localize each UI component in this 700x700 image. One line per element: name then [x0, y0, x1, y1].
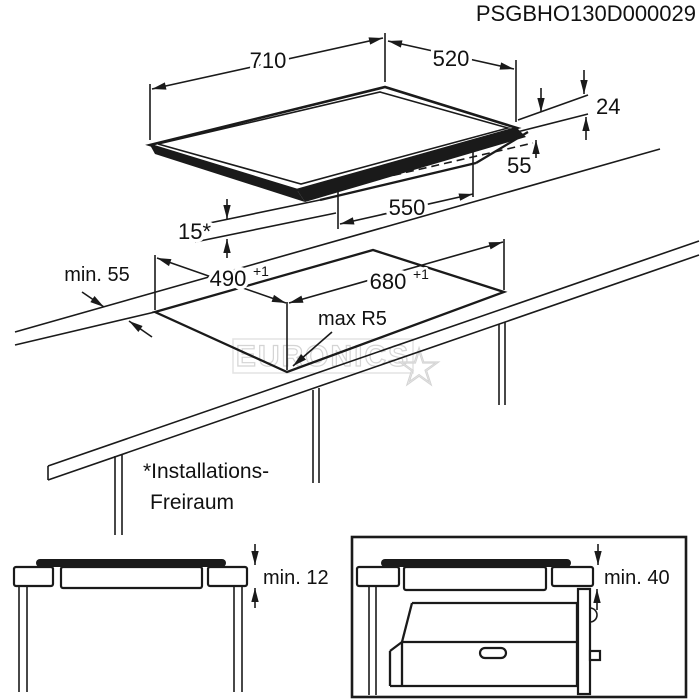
table-leg-left	[114, 455, 123, 535]
worktop-right-block	[206, 565, 249, 588]
leader-arrow	[292, 331, 333, 367]
section-worktop-min12: min. 12	[12, 544, 332, 692]
table-leg-right	[498, 322, 506, 405]
hob-front-edge-face	[297, 128, 526, 202]
worktop-left-block	[12, 565, 55, 588]
hob-glass-inner-line	[157, 91, 512, 185]
dimension-55-label: 55	[507, 153, 531, 178]
dimension-24-label: 24	[596, 94, 620, 119]
hob-body-right-edge	[475, 131, 529, 164]
leg-left	[18, 586, 28, 692]
hob-body-hidden-edge	[329, 142, 534, 191]
worktop-back-edge	[14, 148, 661, 333]
dimension-line	[288, 241, 504, 304]
footnote-line2: Freiraum	[150, 491, 234, 514]
watermark-star-icon: ☆	[396, 339, 443, 397]
dimension-710: 710	[149, 33, 386, 140]
dimension-710-label: 710	[250, 48, 287, 73]
dimension-490: 490 +1	[154, 255, 288, 370]
watermark: EURONICS ☆	[232, 338, 443, 398]
worktop-front-bottom-edge	[47, 254, 700, 481]
dimension-line	[151, 37, 384, 90]
worktop-line-upper-left	[194, 199, 321, 227]
dimension-24: 24	[537, 70, 624, 140]
worktop-line-lower-right	[516, 113, 589, 133]
dimension-680: 680 +1	[288, 239, 505, 304]
oven-top-left-slant	[400, 602, 414, 643]
dimension-520-label: 520	[433, 46, 470, 71]
dimension-680-label: 680	[370, 269, 407, 294]
worktop-front-top-edge	[47, 240, 700, 467]
hob-body-section	[59, 565, 204, 590]
oven-side-panel	[576, 587, 592, 696]
watermark-text: EURONICS	[236, 340, 410, 373]
hob-glass-section	[381, 559, 571, 567]
worktop-cutout-view	[14, 148, 700, 535]
hob-body-section	[402, 565, 548, 592]
hob-perspective-view	[145, 85, 589, 243]
hob-left-edge-face	[150, 145, 305, 202]
dimension-line	[339, 193, 474, 225]
dimension-55: 55	[504, 140, 540, 182]
min12-label: min. 12	[263, 567, 329, 589]
section-oven-min40: min. 40	[350, 535, 688, 699]
cabinet-left-panel	[368, 586, 377, 695]
oven-knob-round	[589, 607, 598, 623]
worktop-line-lower-left	[194, 212, 337, 243]
dimension-550: 550	[337, 140, 474, 229]
page-title: PSGBHO130D000029	[476, 1, 696, 26]
dimension-520: 520	[387, 40, 517, 122]
min40-label: min. 40	[604, 567, 670, 589]
dimension-15: 15*	[175, 199, 231, 258]
arrow-to-cutout-edge	[128, 320, 153, 338]
dimension-550-label: 550	[389, 195, 426, 220]
dimension-min55: min. 55	[61, 261, 153, 338]
worktop-right-block	[550, 565, 595, 588]
oven-base	[388, 641, 577, 688]
dimension-line	[387, 40, 515, 70]
cutout-edge-extension-left	[14, 311, 156, 346]
hob-glass-section	[36, 559, 226, 567]
table-leg-middle	[312, 388, 320, 483]
worktop-left-block	[355, 565, 401, 588]
dimension-line	[156, 257, 287, 304]
dimension-min55-label: min. 55	[64, 264, 130, 286]
dimension-15-label: 15*	[178, 219, 211, 244]
oven-handle	[478, 646, 508, 660]
section-frame	[350, 535, 688, 699]
installation-footnote: *Installations- Freiraum	[143, 460, 269, 514]
max-r5-label: max R5	[318, 308, 387, 330]
dimension-490-tolerance: +1	[253, 263, 269, 279]
callout-max-r5: max R5	[292, 305, 390, 367]
arrow-to-back-edge	[81, 291, 105, 308]
dimension-680-tolerance: +1	[413, 266, 429, 282]
dimension-490-label: 490	[210, 266, 247, 291]
worktop-line-upper-right	[517, 94, 589, 121]
oven-knob-small	[588, 649, 602, 662]
footnote-line1: *Installations-	[143, 460, 269, 483]
leg-right	[233, 586, 243, 692]
oven	[388, 587, 602, 696]
